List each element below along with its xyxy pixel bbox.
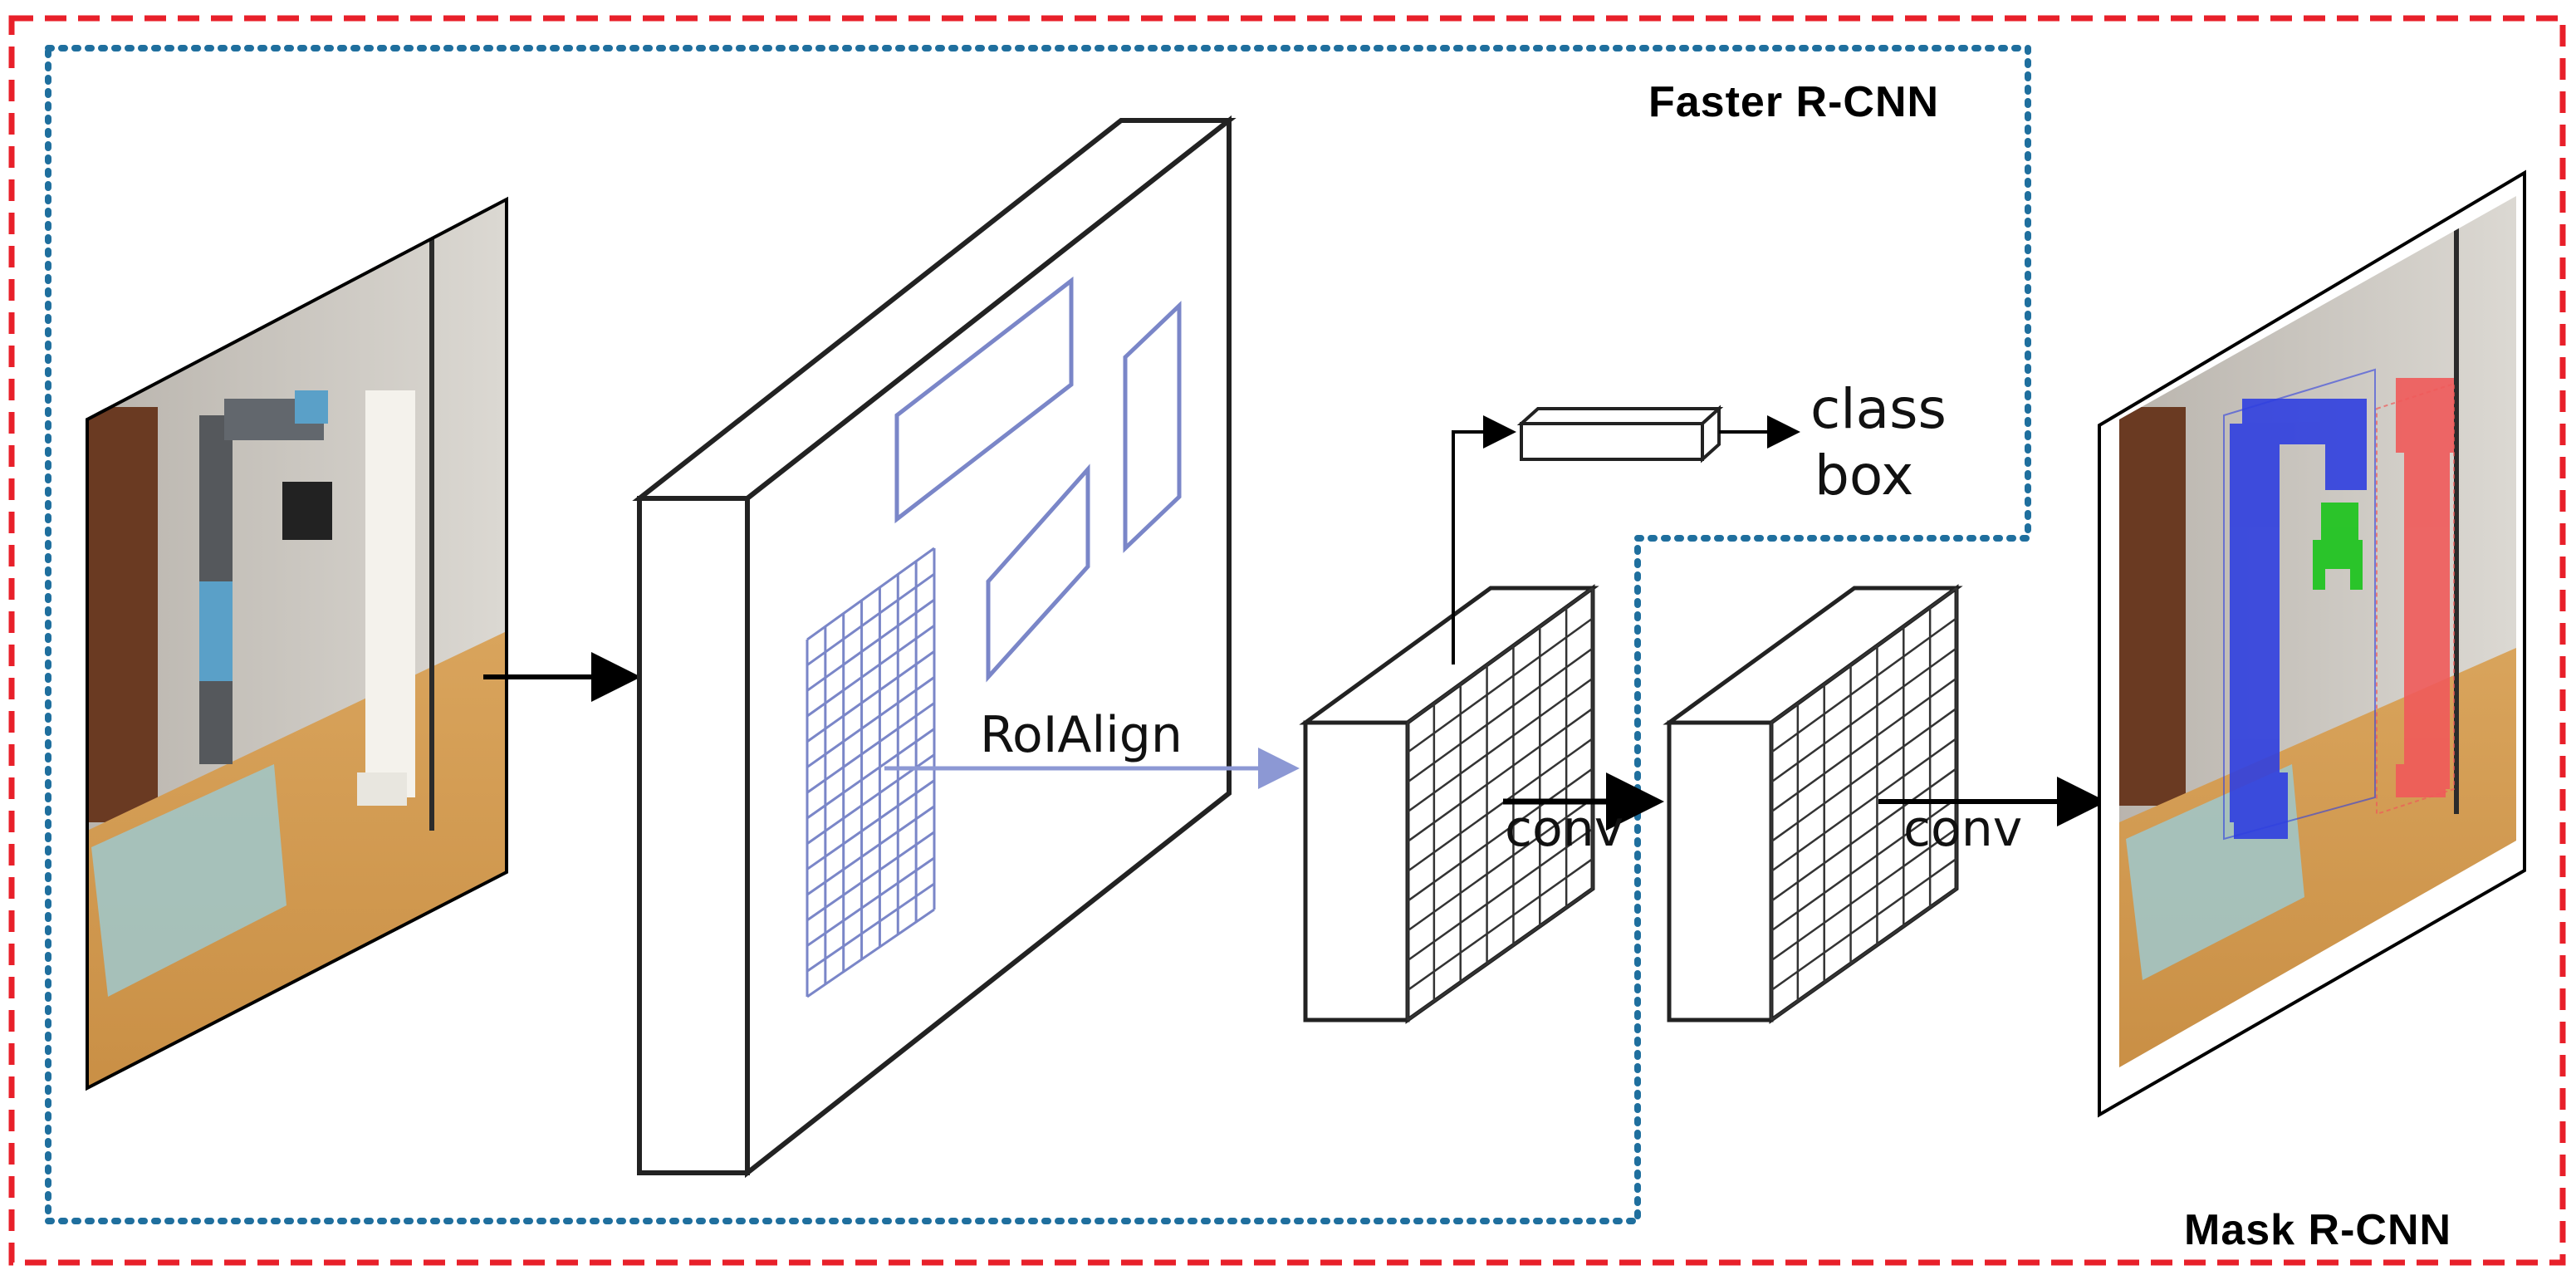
conv2-grid-row-line	[1770, 707, 1957, 843]
conv1-grid-row-line	[1407, 737, 1594, 873]
class-label: class	[1810, 377, 1947, 441]
conv1-grid-row-line	[1407, 707, 1594, 843]
conv1-grid-row-line	[1407, 797, 1594, 932]
mask-hand-bbox	[2376, 382, 2455, 816]
conv1-grid-row-line	[1407, 617, 1594, 753]
mask-rcnn-frame	[8, 15, 2566, 1266]
mask-gripper	[2313, 503, 2363, 590]
roi-grid-row-line	[806, 676, 935, 768]
roi-grid-row-line	[806, 805, 935, 896]
faster-rcnn-label: Faster R-CNN	[1648, 78, 1939, 126]
branch-line-to-fc	[1452, 415, 1516, 664]
roi-grid-row-line	[806, 572, 935, 666]
roi-grid-row-line	[806, 547, 935, 641]
conv-label-2: conv	[1903, 800, 2022, 858]
conv2-grid-row-line	[1770, 677, 1957, 813]
roi-box	[1123, 301, 1182, 553]
conv2-grid-row-line	[1770, 797, 1957, 932]
output-image	[2098, 169, 2526, 1118]
roi-grid-row-line	[806, 702, 935, 794]
roi-grid-row-line	[806, 908, 935, 998]
roi-grid-row-line	[806, 882, 935, 973]
faster-rcnn-frame	[45, 45, 2031, 1224]
conv2-grid-row-line	[1770, 827, 1957, 962]
fc-block	[1516, 405, 1724, 463]
mask-robot-bbox	[2223, 368, 2376, 841]
mask-hand	[2396, 378, 2454, 797]
roi-grid-row-line	[806, 728, 935, 820]
conv1-grid-row-line	[1407, 647, 1594, 783]
conv1-grid-row-line	[1407, 887, 1594, 1022]
conv1-grid-row-line	[1407, 767, 1594, 902]
roi-grid-row-line	[806, 624, 935, 718]
conv1-grid-row-line	[1407, 677, 1594, 813]
conv1-grid-row-line	[1407, 857, 1594, 992]
conv-label-1: conv	[1505, 800, 1623, 858]
conv1-grid-row-line	[1407, 586, 1594, 724]
mask-rcnn-label: Mask R-CNN	[2184, 1206, 2451, 1254]
conv1-grid-row-line	[1407, 827, 1594, 962]
box-label: box	[1814, 444, 1913, 508]
conv2-grid-row-line	[1770, 767, 1957, 902]
conv2-grid-row-line	[1770, 647, 1957, 783]
conv2-grid-row-line	[1770, 586, 1957, 724]
roialign-label: RoIAlign	[980, 706, 1183, 764]
conv-block-1	[1299, 584, 1599, 1024]
input-image	[86, 196, 508, 1091]
roi-grid-row-line	[806, 831, 935, 922]
roi-proposals	[894, 276, 1182, 683]
roi-grid	[806, 547, 936, 998]
roi-grid-row-line	[806, 856, 935, 947]
conv2-grid-row-line	[1770, 857, 1957, 992]
conv-block-2	[1663, 584, 1963, 1024]
conv2-grid-row-line	[1770, 617, 1957, 753]
roi-box	[986, 463, 1090, 683]
mask-robot-arm	[2230, 399, 2367, 839]
conv2-grid-row-line	[1770, 887, 1957, 1022]
roi-grid-row-line	[806, 598, 935, 692]
conv2-grid-row-line	[1770, 737, 1957, 873]
roi-grid-row-line	[806, 779, 935, 870]
roi-grid-row-line	[806, 650, 935, 743]
roi-box	[894, 276, 1074, 524]
